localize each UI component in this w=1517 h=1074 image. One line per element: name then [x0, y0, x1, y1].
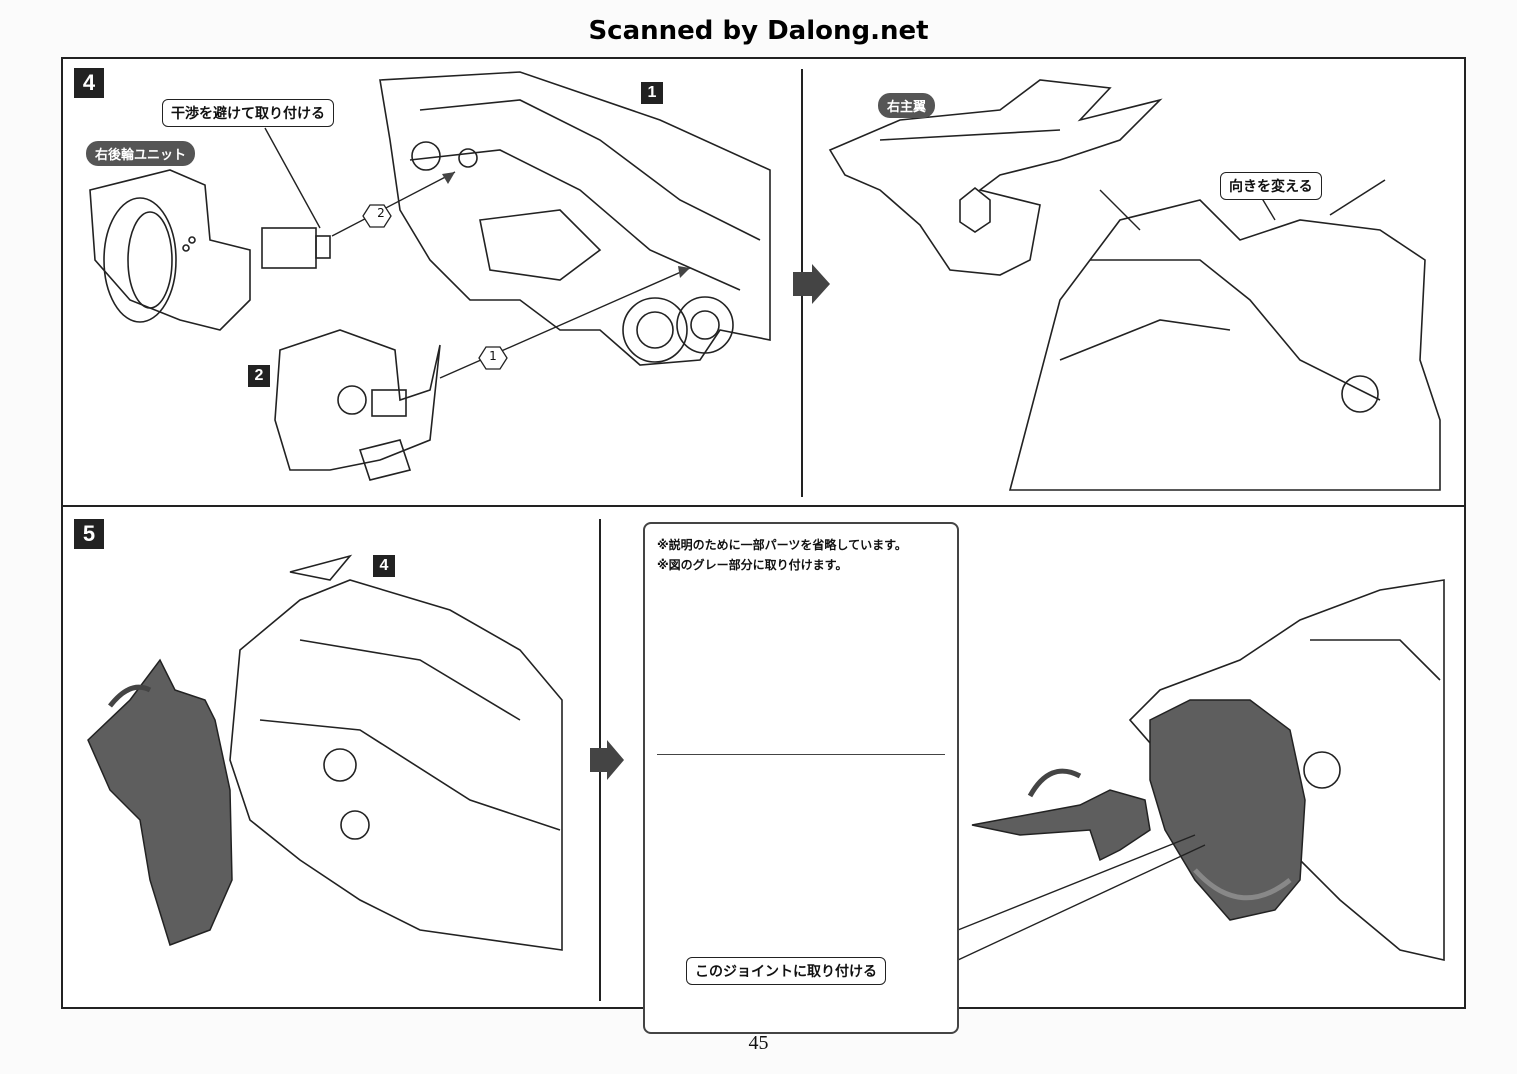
note-line-1: ※説明のために一部パーツを省略しています。 [657, 538, 907, 552]
step-4-ref-badge: 4 [373, 555, 395, 577]
leader-line-callout4 [264, 127, 321, 229]
main-body-illustration [379, 71, 771, 366]
body-illustration-step4b [1008, 179, 1441, 491]
right-main-wing-label: 右主翼 [878, 93, 936, 118]
rear-wheel-unit-label: 右後輪ユニット [86, 141, 196, 166]
arrow-line-seq2 [331, 171, 456, 237]
seq-1-label: 1 [489, 349, 497, 363]
leader-line-inset-to-part [957, 834, 1196, 931]
right-main-wing-illustration [828, 79, 1163, 276]
rotate-arrow-bottom [1193, 868, 1292, 901]
gray-flap-part [971, 789, 1151, 862]
page-number: 45 [748, 1032, 769, 1054]
step-4-badge: 4 [74, 68, 104, 98]
leader-line-inset-to-part-2 [957, 844, 1206, 961]
gray-wing-part-step5 [87, 658, 233, 946]
row-divider [63, 505, 1464, 507]
step-5-badge: 5 [74, 519, 104, 549]
avoid-interference-callout: 干渉を避けて取り付ける [162, 99, 334, 127]
rotate-arrow-step5 [108, 684, 152, 708]
note-line-2: ※図のグレー部分に取り付けます。 [657, 558, 848, 572]
next-arrow-step4 [793, 264, 830, 304]
watermark-title: Scanned by Dalong.net [588, 16, 929, 46]
change-direction-callout: 向きを変える [1220, 172, 1322, 200]
leader-line-callout4b [1099, 189, 1141, 231]
seq-2-marker [362, 204, 392, 228]
gray-wing-part-assembled [1149, 699, 1306, 921]
inset-divider [657, 754, 945, 755]
arrow-head-1 [678, 266, 690, 278]
body-illustration-step5 [229, 554, 563, 951]
detail-inset-box: ※説明のために一部パーツを省略しています。 ※図のグレー部分に取り付けます。 [643, 522, 959, 1034]
seq-1-marker [478, 346, 508, 370]
part-1-badge: 1 [641, 82, 663, 104]
rotate-arrow-flap [1027, 768, 1082, 798]
part-2-illustration [274, 329, 441, 481]
rear-wheel-unit-illustration [89, 169, 331, 331]
part-2-badge: 2 [248, 365, 270, 387]
arrow-head-2 [442, 172, 455, 184]
next-arrow-step5 [590, 740, 624, 780]
attach-joint-callout: このジョイントに取り付ける [686, 957, 886, 985]
seq-2-label: 2 [377, 206, 385, 220]
